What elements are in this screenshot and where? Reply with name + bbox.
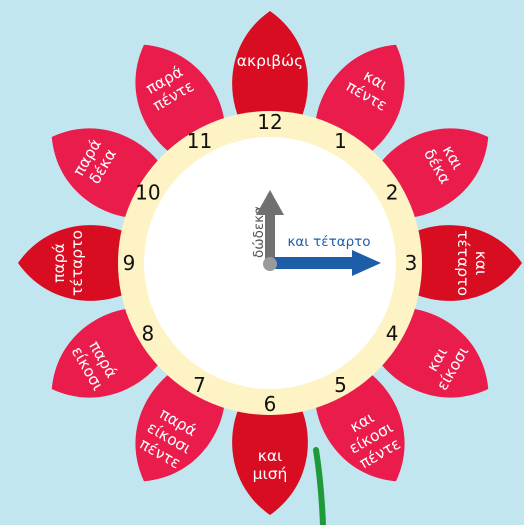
petal-label-line: ακριβώς bbox=[237, 52, 303, 70]
minute-hand-label: και τέταρτο bbox=[287, 234, 370, 250]
clock-number: 3 bbox=[405, 251, 418, 275]
clock-number: 10 bbox=[135, 181, 160, 205]
clock-number: 4 bbox=[386, 322, 399, 346]
petal-label: ακριβώς bbox=[237, 52, 303, 70]
clock-number: 7 bbox=[193, 373, 206, 397]
clock-number: 6 bbox=[264, 392, 277, 416]
clock-number: 2 bbox=[386, 181, 399, 205]
clock-number: 12 bbox=[257, 110, 282, 134]
clock-number: 11 bbox=[187, 129, 212, 153]
petal-label-line: μισή bbox=[253, 465, 288, 483]
hour-hand bbox=[265, 210, 275, 263]
clock-number: 9 bbox=[123, 251, 136, 275]
clock-number: 1 bbox=[334, 129, 347, 153]
petal-label-line: παρά bbox=[50, 243, 68, 283]
clock-number: 5 bbox=[334, 373, 347, 397]
flower-stem-icon bbox=[316, 450, 323, 525]
petal-label-line: τέταρτο bbox=[454, 230, 472, 296]
petal-label-line: τέταρτο bbox=[68, 230, 86, 296]
clock-center-pin bbox=[263, 257, 277, 271]
minute-hand bbox=[274, 257, 358, 269]
petal-label-line: και bbox=[472, 251, 490, 276]
clock-number: 8 bbox=[142, 322, 155, 346]
petal-label-line: και bbox=[258, 447, 283, 465]
